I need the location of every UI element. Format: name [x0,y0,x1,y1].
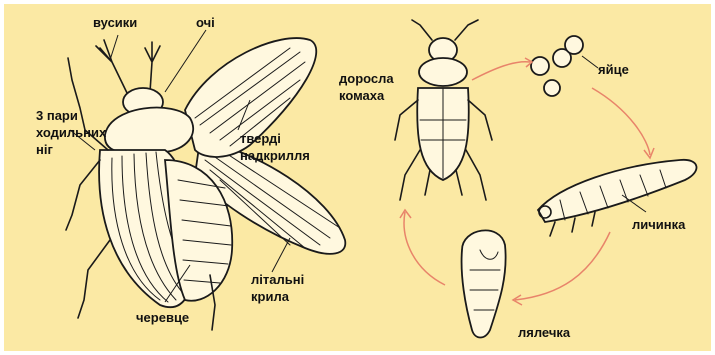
label-flying-wings-line-2: крила [251,289,290,304]
label-antennae: вусики [93,15,137,30]
label-hard-wings-line-2: надкрилля [240,148,310,163]
label-flying-wings-line-1: літальні [251,272,304,287]
label-legs-line-2: ходильних [36,125,107,140]
label-pupa: лялечка [518,325,571,340]
label-abdomen: черевце [136,310,189,325]
label-larva: личинка [632,217,686,232]
label-hard-wings-line-1: тверді [240,131,281,146]
label-adult-line-2: комаха [339,88,385,103]
label-legs-line-3: ніг [36,142,53,157]
label-egg: яйце [598,62,629,77]
label-eyes: очі [196,15,215,30]
label-adult-line-1: доросла [339,71,394,86]
label-legs-line-1: 3 пари [36,108,78,123]
